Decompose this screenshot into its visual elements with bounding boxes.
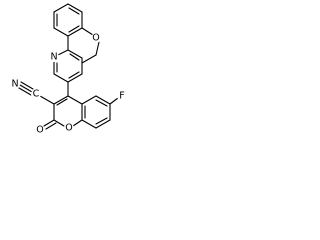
svg-text:N: N (50, 52, 57, 63)
top-benzene-ring (53, 3, 83, 37)
pyridine-ring (53, 49, 83, 83)
svg-text:C: C (33, 89, 40, 100)
nitrile-triple-b (20, 81, 34, 90)
svg-text:N: N (11, 79, 18, 90)
svg-text:F: F (119, 91, 124, 102)
nitrile-attach-bond (39, 95, 55, 105)
fluorine-bond (109, 97, 119, 105)
pyranone-ring (53, 95, 83, 127)
carbonyl-bond-b (45, 122, 57, 130)
atom-nitrile-nitrogen: N (10, 79, 20, 90)
pyran-ring (67, 27, 100, 64)
atom-fluorine: F (117, 91, 127, 102)
nitrile-triple-a (19, 84, 33, 93)
nitrile-triple-c (18, 87, 32, 96)
svg-text:O: O (36, 125, 43, 136)
chemical-structure-diagram: O N N C F O O (10, 3, 127, 136)
atom-lactone-ring-oxygen: O (64, 123, 74, 134)
carbonyl-bond-a (43, 119, 55, 127)
atom-pyridine-nitrogen: N (49, 52, 59, 63)
atom-nitrile-carbon: C (31, 89, 41, 100)
svg-text:O: O (65, 123, 72, 134)
atom-carbonyl-oxygen: O (35, 125, 45, 136)
atom-ring-oxygen: O (91, 33, 101, 44)
benzo-ring (81, 95, 111, 129)
svg-text:O: O (92, 33, 99, 44)
